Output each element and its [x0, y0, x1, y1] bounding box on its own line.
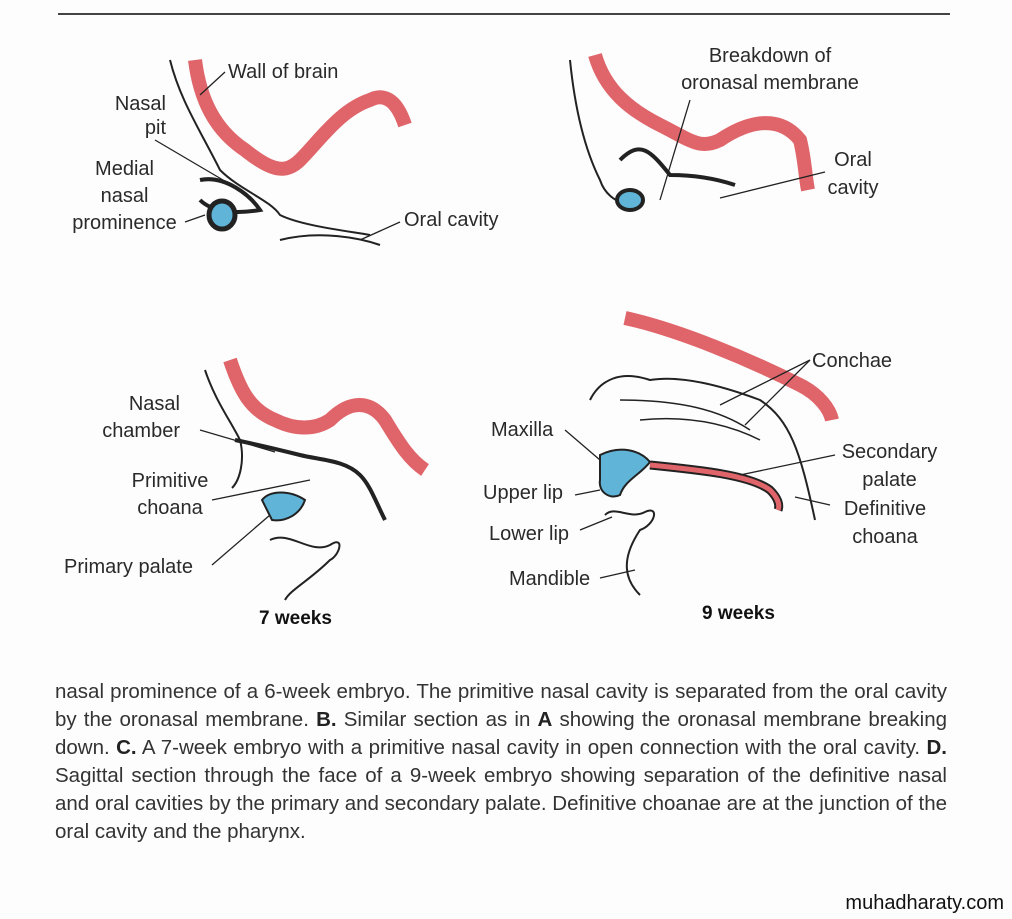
label-conchae: Conchae: [812, 350, 893, 372]
label-maxilla: Maxilla: [491, 419, 554, 441]
panelB-prominence: [615, 188, 645, 212]
watermark: muhadharaty.com: [845, 892, 1004, 914]
panelC-primary-palate: [260, 491, 307, 522]
label-wall-of-brain: Wall of brain: [228, 61, 339, 83]
panelC-brain-wall: [223, 357, 430, 476]
label-oral-cavity-a: Oral cavity: [404, 209, 499, 231]
panelA-outline: [169, 59, 371, 236]
label-lower-lip: Lower lip: [489, 523, 570, 545]
age-7-weeks: 7 weeks: [259, 608, 332, 629]
age-9-weeks: 9 weeks: [702, 603, 775, 624]
leader-lines: [154, 71, 836, 579]
figure-caption: nasal prominence of a 6-week embryo. The…: [55, 680, 948, 843]
header-rule: [58, 13, 950, 15]
label-mandible: Mandible: [509, 568, 591, 590]
label-upper-lip: Upper lip: [483, 482, 564, 504]
panelB-brain-wall: [588, 52, 815, 192]
label-primary-palate: Primary palate: [64, 556, 193, 578]
panelA-medial-nasal-prominence: [206, 198, 238, 232]
panelD-maxilla: [598, 448, 652, 498]
panelD-brain-wall: [623, 311, 839, 422]
panelA-brain-wall: [188, 59, 412, 176]
